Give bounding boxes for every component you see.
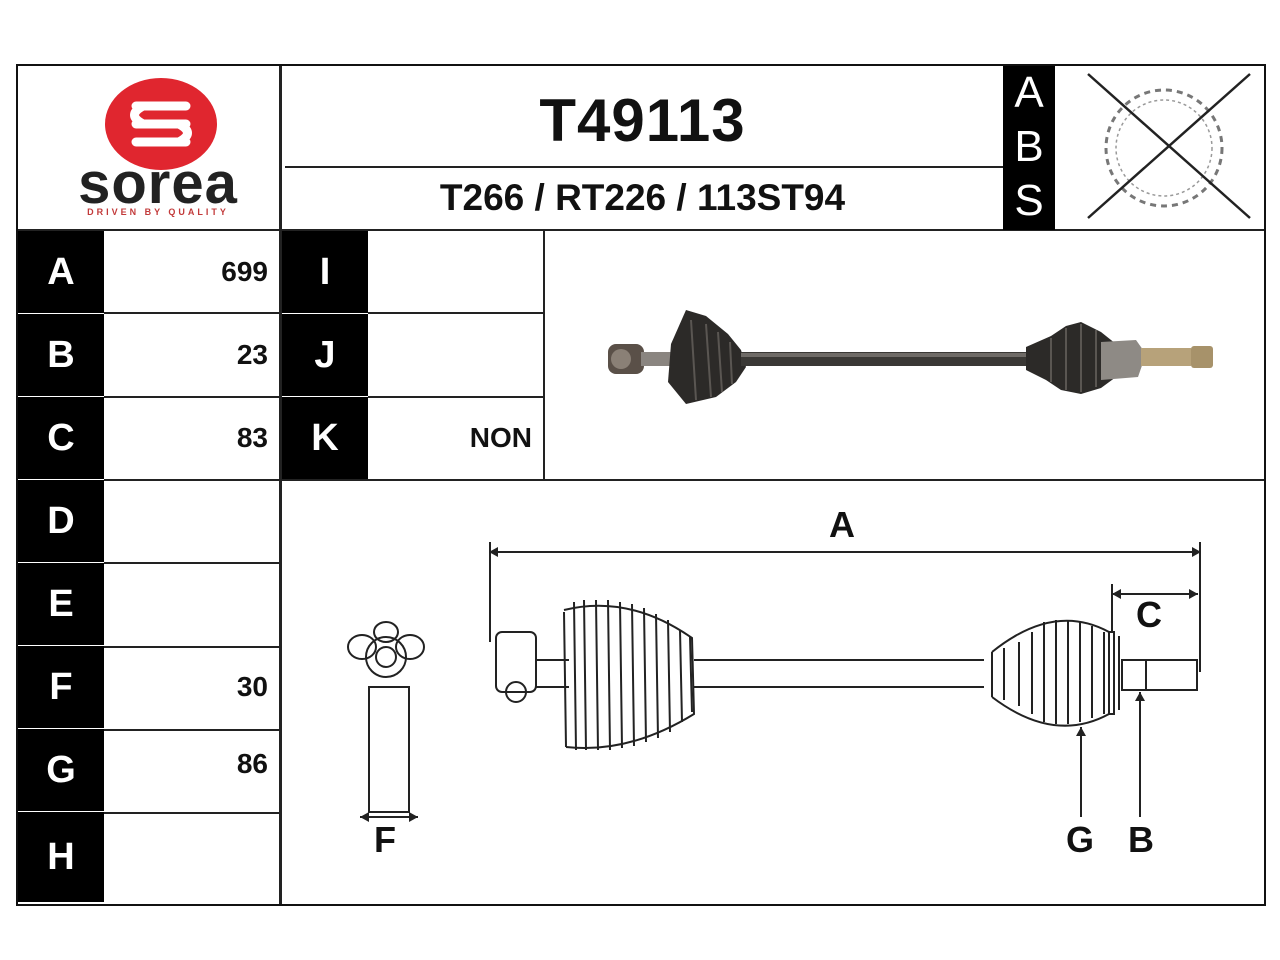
spec-label-f: F (18, 646, 104, 728)
abs-letter-b: B (1014, 122, 1044, 171)
dimension-label-c: C (1136, 594, 1162, 635)
product-photo (546, 232, 1264, 478)
spec-label-b: B (18, 314, 104, 396)
column-divider-left (279, 66, 282, 904)
spec-label-d: D (18, 480, 104, 562)
row-line (104, 646, 280, 648)
spec-label-k: K (282, 397, 368, 479)
spec-value-b: 23 (236, 339, 268, 370)
spec-sheet-frame (16, 64, 1266, 906)
spec-value-j (372, 314, 532, 396)
spec-value-d (108, 480, 268, 562)
spec-label-j: J (282, 314, 368, 396)
spec-label-c: C (18, 397, 104, 479)
abs-label: A B S (1003, 66, 1055, 230)
spec-label-a: A (18, 231, 104, 313)
spec-table-mid: I J K NON (282, 231, 544, 479)
spec-value-k: NON (469, 422, 532, 453)
spec-label-e: E (18, 563, 104, 645)
column-divider-mid (543, 231, 545, 479)
row-line (104, 812, 280, 814)
dimension-label-f: F (374, 819, 396, 860)
sorea-s-emblem (105, 78, 217, 170)
brand-tagline: DRIVEN BY QUALITY (87, 207, 229, 217)
header-divider (18, 229, 1264, 231)
row-line (104, 312, 280, 314)
brand-name: sorea (78, 151, 238, 216)
abs-ring-crossed-icon (1060, 68, 1260, 228)
row-line (104, 479, 280, 481)
row-line (104, 729, 280, 731)
spec-value-i (372, 231, 532, 313)
spec-label-g: G (18, 729, 104, 811)
row-line (368, 396, 544, 398)
row-line (104, 562, 280, 564)
spec-value-e (108, 563, 268, 645)
spec-value-h (108, 812, 268, 902)
spec-value-c: 83 (236, 422, 268, 453)
dimension-label-g: G (1066, 819, 1095, 860)
diagram-divider (282, 479, 1264, 481)
technical-diagram: A C F G B (284, 482, 1264, 902)
abs-letter-a: A (1014, 68, 1044, 117)
part-number: T49113 (539, 87, 746, 154)
brand-logo: sorea DRIVEN BY QUALITY (18, 66, 279, 229)
spec-value-f: 30 (236, 671, 268, 702)
row-line (368, 312, 544, 314)
spec-value-a: 699 (221, 256, 268, 287)
spec-label-h: H (18, 812, 104, 902)
row-line (104, 396, 280, 398)
dimension-label-a: A (829, 504, 855, 545)
spec-label-i: I (282, 231, 368, 313)
spec-value-g: 86 (236, 748, 268, 779)
cross-references: T266 / RT226 / 113ST94 (439, 177, 846, 218)
title-divider (285, 166, 1003, 168)
spec-table-left: A 699 B 23 C 83 D E F 30 G 86 H (18, 231, 280, 904)
dimension-label-b: B (1128, 819, 1154, 860)
abs-letter-s: S (1014, 176, 1044, 225)
